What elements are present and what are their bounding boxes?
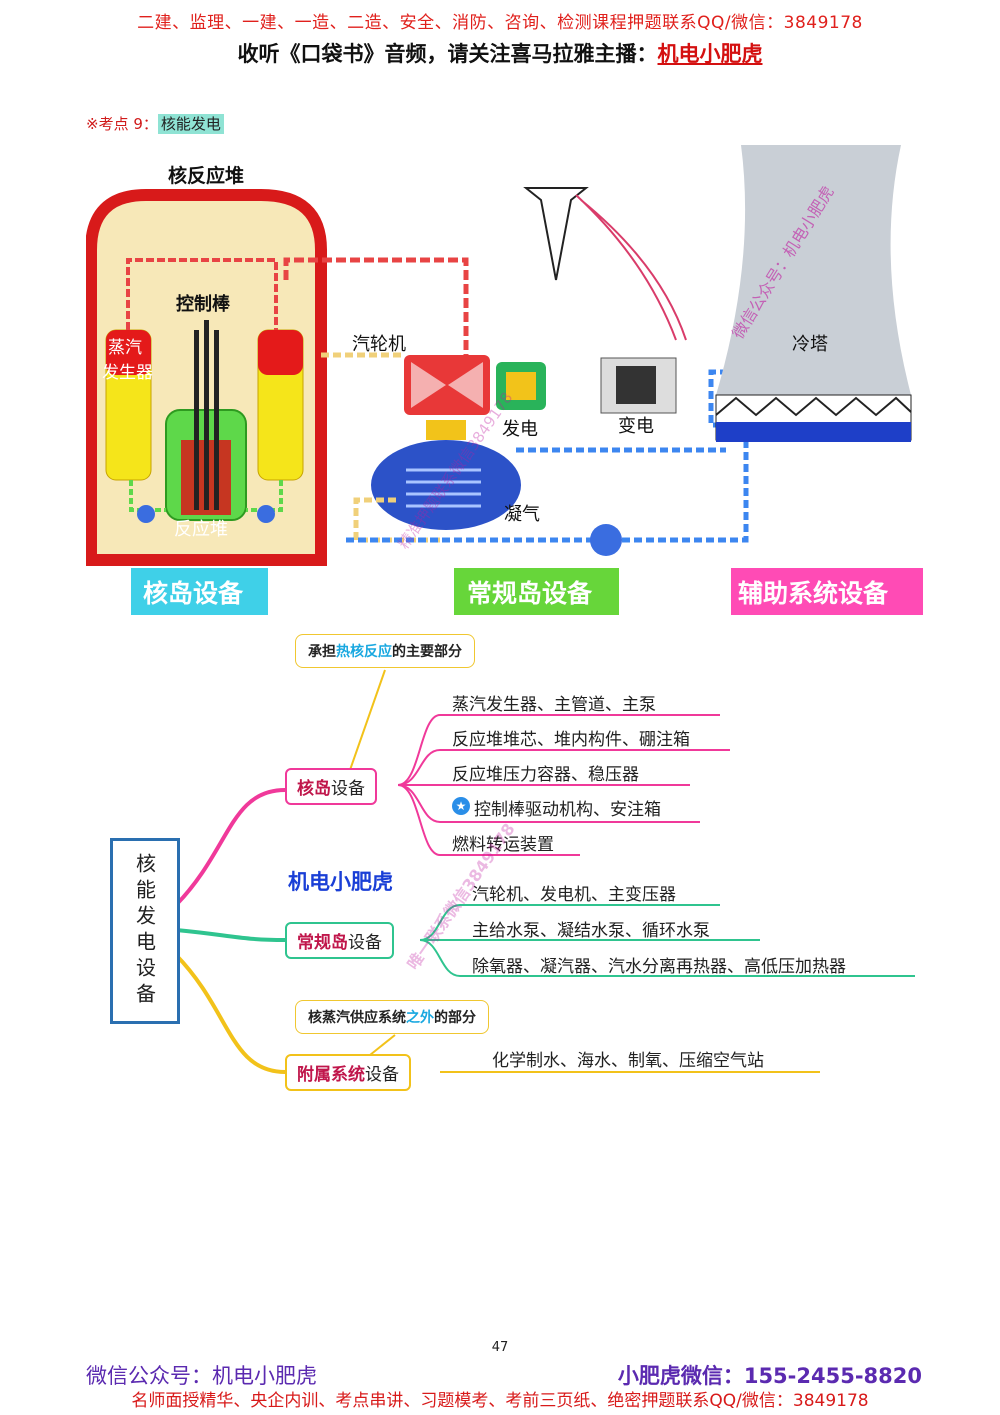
note-aux-system: 核蒸汽供应系统之外的部分 [295,1000,489,1034]
cooling-water-pump [590,524,622,556]
label-steam-gen-b: 发生器 [102,363,153,383]
label-generator: 发电 [502,419,538,440]
leaf-aux-1: 化学制水、海水、制氧、压缩空气站 [492,1051,764,1071]
turbine [404,355,490,415]
star-icon: ★ [452,797,470,815]
footer-wechat-account: 微信公众号：机电小肥虎 [86,1364,317,1388]
host-name-link[interactable]: 机电小肥虎 [657,42,763,66]
leaf-conventional-3: 除氧器、凝汽器、汽水分离再热器、高低压加热器 [472,957,846,977]
leaf-conventional-1: 汽轮机、发电机、主变压器 [472,885,676,905]
label-cooling-tower: 冷塔 [792,334,828,355]
zone-conventional-bar [454,568,619,615]
zone-conventional-label: 常规岛设备 [467,579,593,608]
label-reactor-core: 反应堆 [174,519,228,540]
brand-label: 机电小肥虎 [288,870,393,894]
transmission-tower [523,187,589,281]
page-number: 47 [491,1340,509,1355]
leaf-nuclear-2: 反应堆堆芯、堆内构件、硼注箱 [452,730,690,750]
zone-nuclear-label: 核岛设备 [143,579,244,608]
label-condenser: 凝气 [504,504,540,525]
zone-aux-bar [731,568,923,615]
label-control-rod: 控制棒 [176,293,231,315]
zone-nuclear-bar [131,568,268,615]
leaf-nuclear-1: 蒸汽发生器、主管道、主泵 [452,695,656,715]
footer-promo-line: 名师面授精华、央企内训、考点串讲、习题模考、考前三页纸、绝密押题联系QQ/微信：… [131,1391,869,1411]
keypoint-prefix: ※考点 9： [86,115,158,133]
label-steam-gen-a: 蒸汽 [108,338,142,358]
footer-wechat-phone: 小肥虎微信：155-2455-8820 [617,1364,922,1388]
note-nuclear-island: 承担热核反应的主要部分 [295,634,475,668]
leaf-conventional-2: 主给水泵、凝结水泵、循环水泵 [472,921,710,941]
branch-nuclear-island: 核岛设备 [285,768,377,805]
leaf-nuclear-4: 控制棒驱动机构、安注箱 [474,800,661,820]
coolant-pump-left [137,505,155,523]
label-transformer: 变电 [618,416,654,437]
branch-conventional-island: 常规岛设备 [285,922,394,959]
mindmap-root: 核能发电设备 [110,838,180,1024]
header-promo-line: 二建、监理、一建、一造、二造、安全、消防、咨询、检测课程押题联系QQ/微信：38… [137,13,863,33]
label-turbine: 汽轮机 [352,334,406,355]
nuclear-plant-diagram: 核反应堆 控制棒 蒸汽 发生器 反应堆 汽轮机 发电 变电 凝气 冷塔 核岛设备… [86,145,923,615]
label-reactor-building: 核反应堆 [168,164,244,187]
leaf-nuclear-3: 反应堆压力容器、稳压器 [452,765,639,785]
cooling-tower [716,145,911,395]
header-audio-line: 收听《口袋书》音频，请关注喜马拉雅主播：机电小肥虎 [0,38,1000,68]
header-audio-prefix: 收听《口袋书》音频，请关注喜马拉雅主播： [237,42,658,66]
coolant-pump-right [257,505,275,523]
keypoint-title: 核能发电 [157,114,224,134]
zone-aux-label: 辅助系统设备 [738,579,889,608]
keypoint-heading: ※考点 9：核能发电 [86,113,224,134]
control-rods [194,320,219,510]
leaf-nuclear-5: 燃料转运装置 [452,835,554,855]
branch-aux-system: 附属系统设备 [285,1054,411,1091]
